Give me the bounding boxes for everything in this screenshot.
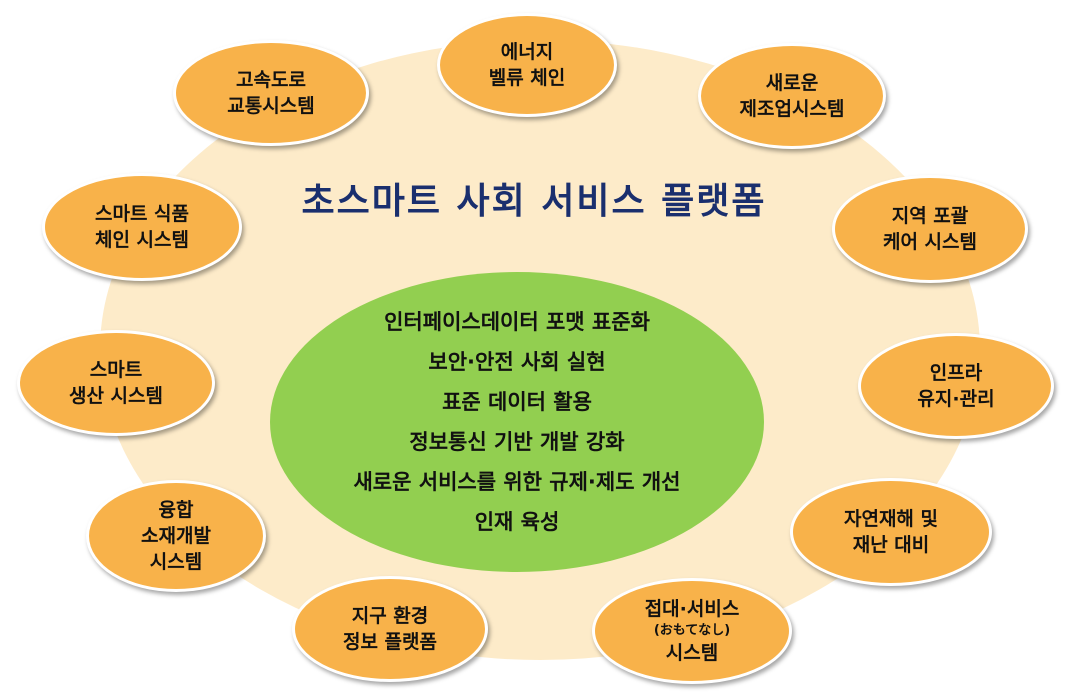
node-label: 벨류 체인 [488,67,566,89]
node-label: 접대·서비스 [644,598,740,620]
node-label: 스마트 식품 [94,203,189,225]
center-item: 보안·안전 사회 실현 [428,350,606,374]
node-label: 케어 시스템 [882,231,977,253]
node-label: 재난 대비 [852,534,930,556]
node-disaster: 자연재해 및 재난 대비 [790,478,992,586]
node-earth-environment: 지구 환경 정보 플랫폼 [292,576,488,682]
node-highway-traffic: 고속도로 교통시스템 [173,40,369,146]
node-smart-food-chain: 스마트 식품 체인 시스템 [42,173,242,281]
node-label: 교통시스템 [227,95,315,117]
node-label: 체인 시스템 [94,229,189,251]
node-hospitality: 접대·서비스 (おもてなし) 시스템 [592,578,792,684]
node-label: 에너지 [500,41,554,63]
node-label: 인프라 [929,362,983,384]
center-item: 인터페이스데이터 포맷 표준화 [384,310,650,334]
node-label: 시스템 [665,642,719,664]
center-item: 새로운 서비스를 위한 규제·제도 개선 [353,470,681,494]
diagram-title: 초스마트 사회 서비스 플랫폼 [301,181,767,222]
node-infrastructure: 인프라 유지·관리 [858,333,1054,439]
node-label: 스마트 [89,359,143,381]
center-item: 표준 데이터 활용 [442,390,592,414]
node-smart-production: 스마트 생산 시스템 [17,330,215,436]
center-item: 인재 육성 [474,510,560,534]
node-new-manufacturing: 새로운 제조업시스템 [698,43,886,149]
node-label: 유지·관리 [917,388,995,410]
node-materials: 융합 소재개발 시스템 [86,480,266,592]
node-energy-value-chain: 에너지 벨류 체인 [437,13,617,117]
node-label: 새로운 [765,72,819,94]
node-label: 소재개발 [141,525,211,547]
node-label: 제조업시스템 [739,98,845,120]
node-label: 융합 [158,499,194,521]
node-community-care: 지역 포괄 케어 시스템 [832,175,1028,283]
node-label: 고속도로 [236,69,306,91]
node-label: 지구 환경 [351,605,429,627]
node-label: 자연재해 및 [843,508,938,530]
node-label: 지역 포괄 [891,205,969,227]
node-label: 생산 시스템 [68,385,163,407]
center-item: 정보통신 기반 개발 강화 [409,430,625,454]
node-label: 시스템 [149,551,203,573]
center-ellipse: 인터페이스데이터 포맷 표준화 보안·안전 사회 실현 표준 데이터 활용 정보… [270,272,764,572]
node-sublabel: (おもてなし) [653,623,731,638]
node-label: 정보 플랫폼 [342,631,437,653]
